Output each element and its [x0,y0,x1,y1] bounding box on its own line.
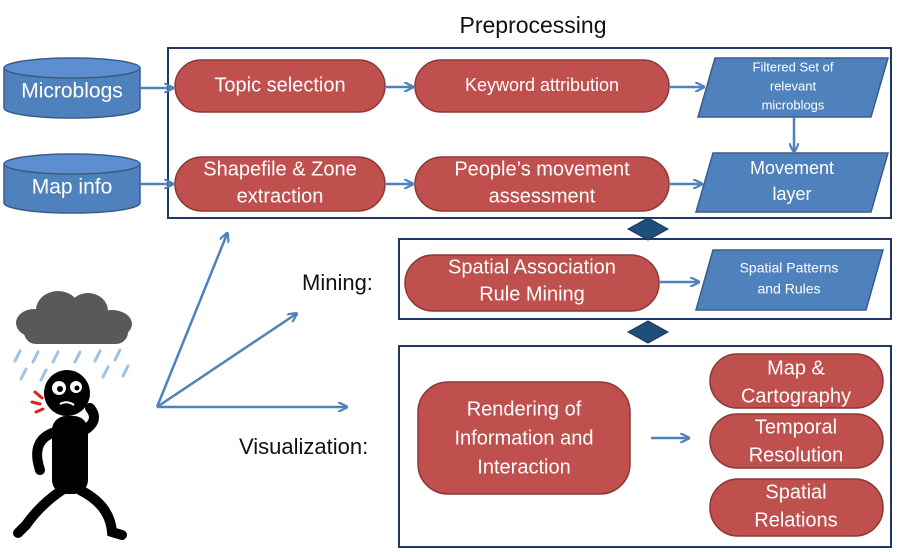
visualization-frame [398,345,892,548]
rule-mining-box [404,254,660,312]
connector-diamond-bottom [626,320,670,344]
rendering-line3: Interaction [477,456,570,478]
filtered-set-line2: relevant [770,78,817,93]
movement-layer-shape [695,152,889,213]
movement-assessment-line2: assessment [489,185,596,207]
shapefile-extraction-box [174,156,386,212]
shapefile-line2: extraction [237,185,324,207]
arrow-fan-mining [156,314,296,409]
worried-person-rain-illustration [13,291,132,540]
patterns-rules-shape [695,249,884,311]
filtered-set-shape [697,57,889,118]
microblogs-database: Microblogs [3,57,141,119]
movement-assessment-line1: People’s movement [454,158,630,180]
patterns-line2: and Rules [757,281,820,297]
rule-mining-line1: Spatial Association [448,256,616,278]
rendering-box [417,381,631,495]
patterns-line1: Spatial Patterns [740,260,839,276]
map-info-label: Map info [32,176,113,199]
flow-arrows [140,87,794,438]
map-cartography-line2: Cartography [741,385,851,407]
mining-heading: Mining: [302,270,373,295]
movement-layer-line1: Movement [750,158,834,178]
temporal-resolution-box [709,413,884,469]
movement-layer-line2: layer [772,184,811,204]
raindrops-icon [13,348,130,382]
filtered-set-line1: Filtered Set of [753,59,834,74]
spatial-relations-line2: Relations [754,509,837,531]
topic-selection-label: Topic selection [214,74,345,96]
keyword-attribution-label: Keyword attribution [465,75,619,95]
connector-diamond-top [626,217,670,241]
keyword-attribution-box [414,59,670,113]
rendering-line1: Rendering of [467,398,582,420]
topic-selection-box [174,59,386,113]
rendering-line2: Information and [455,427,594,449]
spatial-relations-line1: Spatial [765,481,826,503]
map-info-database: Map info [3,153,141,214]
microblogs-label: Microblogs [21,80,123,103]
temporal-line2: Resolution [749,444,844,466]
preprocessing-frame [167,47,892,219]
map-cartography-box [709,353,884,409]
rule-mining-line2: Rule Mining [479,283,585,305]
movement-assessment-box [414,156,670,212]
filtered-set-line3: microblogs [762,97,825,112]
rain-cloud-icon [16,291,132,344]
mining-frame [398,238,892,320]
spatial-relations-box [709,478,884,537]
map-cartography-line1: Map & [767,357,825,379]
visualization-heading: Visualization: [239,434,368,459]
preprocessing-heading: Preprocessing [459,12,606,38]
arrow-fan-preprocessing [155,234,227,408]
shapefile-line1: Shapefile & Zone [203,158,356,180]
temporal-line1: Temporal [755,416,837,438]
